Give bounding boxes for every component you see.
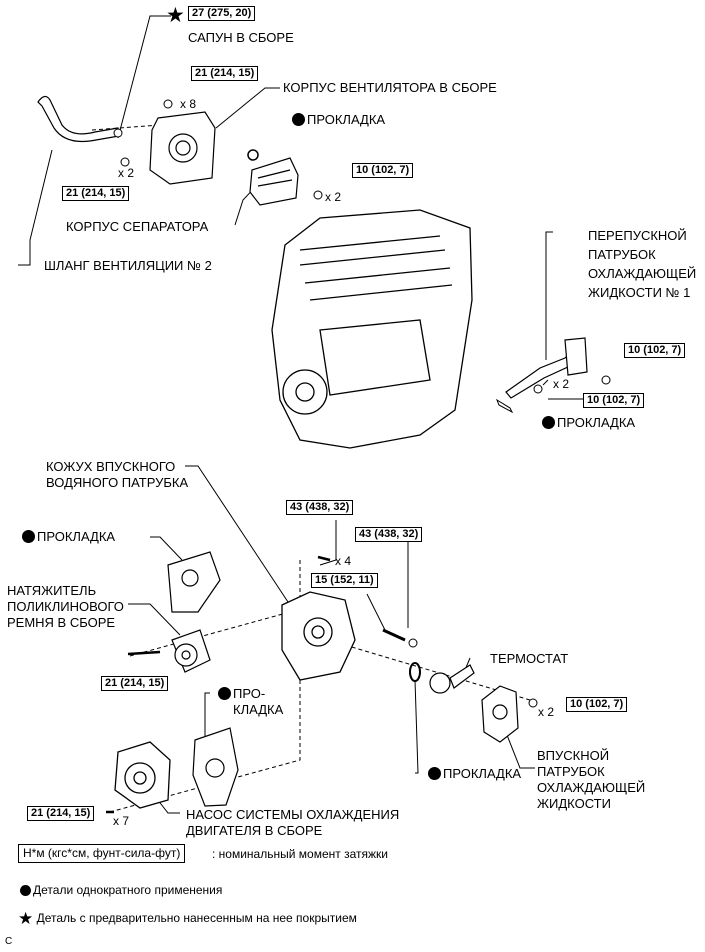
label-inlet-cover: КОЖУХ ВПУСКНОГО ВОДЯНОГО ПАТРУБКА [46,459,189,490]
torque-box-separator: 10 (102, 7) [352,163,414,178]
torque-box-fan-housing: 21 (214, 15) [191,66,259,81]
qty-bypass-bolts: x 2 [553,377,570,391]
label-gasket-separator: ПРОКЛАДКА [292,112,385,127]
precoated-star-icon: ★ [166,4,185,27]
single-use-dot-icon [292,113,305,126]
engine-block-icon [271,209,473,449]
label-breather: САПУН В СБОРЕ [188,30,294,45]
bolt-icon [120,157,130,167]
torque-box-inlet-cover: 43 (438, 32) [286,500,354,515]
single-use-dot-icon [20,885,31,896]
precoated-star-icon: ★ [18,909,34,928]
bolt-icon [533,384,543,394]
separator-housing-icon [249,157,299,206]
fan-housing-icon [149,111,216,185]
label-tensioner: НАТЯЖИТЕЛЬ ПОЛИКЛИНОВОГО РЕМНЯ В СБОРЕ [7,583,124,630]
single-use-dot-icon [22,530,35,543]
ventilation-hose-icon [37,95,120,143]
torque-box-pump: 21 (214, 15) [27,806,95,821]
bolt-icon [528,698,538,708]
legend-precoated: ★ Деталь с предварительно нанесенным на … [18,909,357,928]
water-inlet-pipe-icon [481,685,519,743]
water-inlet-cover-icon [281,591,356,681]
bolt-icon [127,650,161,656]
torque-box-bypass-upper: 10 (102, 7) [624,343,686,358]
label-water-pump: НАСОС СИСТЕМЫ ОХЛАЖДЕНИЯ ДВИГАТЕЛЯ В СБО… [186,807,400,838]
qty-separator-bolts: x 2 [325,190,342,204]
stud-bolt-icon [382,628,406,642]
torque-box-inlet-pipe: 10 (102, 7) [566,697,628,712]
label-fan-housing: КОРПУС ВЕНТИЛЯТОРА В СБОРЕ [283,80,497,95]
single-use-dot-icon [428,767,441,780]
gasket-plate-icon [167,551,221,613]
label-vent-hose: ШЛАНГ ВЕНТИЛЯЦИИ № 2 [44,258,212,273]
legend-unit-text: : номинальный момент затяжки [212,847,388,861]
torque-box-bypass-lower: 10 (102, 7) [583,393,645,408]
nut-icon [408,638,418,648]
bolt-icon [313,190,323,200]
belt-tensioner-icon [171,629,211,673]
torque-box-inlet-cover-nut: 43 (438, 32) [355,527,423,542]
label-inlet-pipe: ВПУСКНОЙ ПАТРУБОК ОХЛАЖДАЮЩЕЙ ЖИДКОСТИ [537,748,646,811]
qty-pump-bolts: x 7 [113,814,130,828]
water-pump-icon [114,741,171,809]
torque-box-side-bolts: 21 (214, 15) [62,186,130,201]
label-gasket-inlet-cover: ПРОКЛАДКА [22,529,115,544]
label-gasket-thermostat: ПРОКЛАДКА [428,766,521,781]
gasket-ring-icon [247,149,259,161]
single-use-dot-icon [542,416,555,429]
thermostat-icon [429,664,475,694]
torque-box-stud: 15 (152, 11) [311,573,378,588]
qty-side-bolts: x 2 [118,166,135,180]
legend-single-use: Детали однократного применения [20,883,222,898]
legend-unit-box: Н*м (кгс*см, фунт-сила-фут) [18,844,186,863]
corner-code: C [5,936,13,947]
torque-box-breather: 27 (275, 20) [188,6,256,21]
bolt-icon [317,555,331,562]
pump-gasket-icon [192,727,239,807]
qty-inlet-cover-bolts: x 4 [335,554,352,568]
torque-box-tensioner: 21 (214, 15) [101,676,169,691]
bolt-icon [601,375,611,385]
bypass-pipe-icon [505,337,588,399]
single-use-dot-icon [218,687,231,700]
qty-inlet-pipe-bolts: x 2 [538,705,555,719]
gasket-icon [495,398,514,414]
breather-plug-icon [113,128,123,138]
qty-fan-housing-bolts: x 8 [180,97,197,111]
o-ring-icon [409,662,421,682]
label-gasket-bypass: ПРОКЛАДКА [542,415,635,430]
bolt-icon [163,99,173,109]
label-bypass-pipe: ПЕРЕПУСКНОЙ ПАТРУБОК ОХЛАЖДАЮЩЕЙ ЖИДКОСТ… [588,228,697,300]
label-gasket-pump: ПРО- КЛАДКА [218,686,283,718]
label-separator-housing: КОРПУС СЕПАРАТОРА [66,219,209,234]
label-thermostat: ТЕРМОСТАТ [490,651,569,666]
